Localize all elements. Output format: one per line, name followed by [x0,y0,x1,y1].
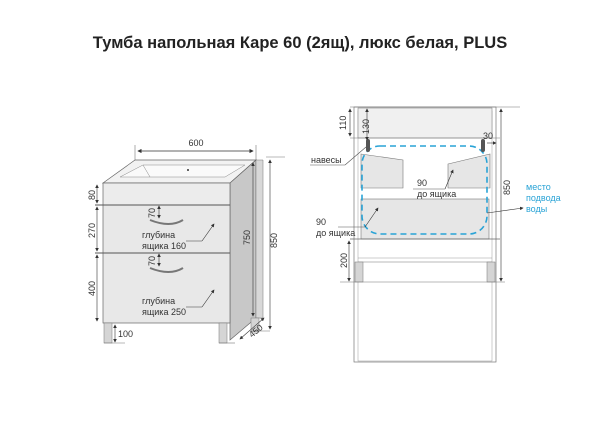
water-supply-zone [361,145,488,235]
svg-text:до ящика: до ящика [316,228,355,238]
svg-text:до ящика: до ящика [417,189,456,199]
svg-text:70: 70 [147,256,157,266]
svg-text:ящика 160: ящика 160 [142,241,186,251]
svg-text:90: 90 [316,217,326,227]
svg-text:глубина: глубина [142,296,175,306]
top-panel [102,182,231,206]
front-view: 600 70 70 глубина ящика 160 глубина ящик… [87,138,285,344]
svg-text:навесы: навесы [311,155,342,165]
drawer-1 [102,204,231,254]
svg-text:100: 100 [118,329,133,339]
svg-text:подвода: подвода [526,193,561,203]
hanger-left [366,139,370,152]
width-dim: 600 [188,138,203,148]
svg-text:70: 70 [147,208,157,218]
svg-text:30: 30 [483,131,493,141]
handle-1 [149,219,184,225]
svg-text:450: 450 [247,322,265,339]
handle-2 [149,267,184,273]
svg-text:850: 850 [502,180,512,195]
svg-text:ящика 250: ящика 250 [142,307,186,317]
svg-text:200: 200 [339,253,349,268]
svg-text:место: место [526,182,551,192]
svg-text:850: 850 [269,233,279,248]
hanger-right [481,139,485,152]
svg-text:воды: воды [526,204,547,214]
svg-text:400: 400 [87,281,97,296]
svg-text:130: 130 [361,119,371,134]
drawer-2 [102,252,231,324]
svg-text:750: 750 [242,230,252,245]
back-view: 110 130 30 850 200 навесы 90 до ящика 90… [310,106,561,363]
svg-text:270: 270 [87,223,97,238]
svg-text:глубина: глубина [142,230,175,240]
svg-text:80: 80 [87,190,97,200]
svg-text:90: 90 [417,178,427,188]
svg-text:110: 110 [338,116,348,130]
page-title: Тумба напольная Каре 60 (2ящ), люкс бела… [92,34,508,52]
